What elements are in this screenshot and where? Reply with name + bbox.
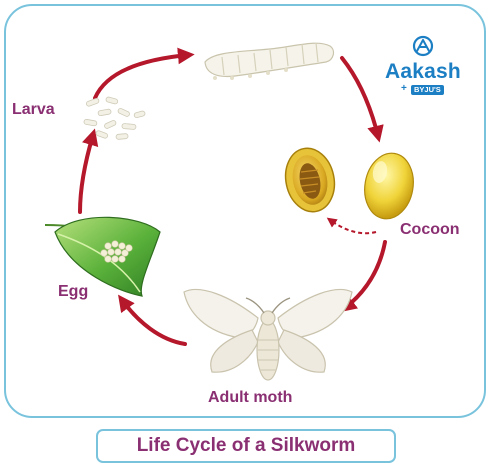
arrow-cocoon-to-pupa xyxy=(326,217,377,235)
stage-label-larva: Larva xyxy=(12,101,55,118)
cycle-arrows xyxy=(78,47,387,346)
larvae-icon xyxy=(83,96,146,140)
moth-icon xyxy=(183,288,353,381)
cocoon-icon xyxy=(364,152,414,220)
pupa-icon xyxy=(284,147,336,213)
aakash-logo-icon xyxy=(412,35,434,57)
arrow-moth-to-egg xyxy=(118,294,187,346)
aakash-byjus-logo: Aakash + BYJU'S xyxy=(381,34,481,95)
logo-partner: BYJU'S xyxy=(411,85,444,95)
stage-label-egg: Egg xyxy=(58,283,89,300)
title-box: Life Cycle of a Silkworm xyxy=(96,429,396,463)
stage-label-cocoon: Cocoon xyxy=(400,221,460,238)
arrow-egg-to-larva xyxy=(78,128,99,214)
arrow-silkworm-to-cocoon xyxy=(340,56,384,143)
stage-label-adult-moth: Adult moth xyxy=(208,389,293,406)
diagram-title: Life Cycle of a Silkworm xyxy=(136,435,356,456)
leaf-eggs-icon xyxy=(44,216,161,297)
logo-plus: + xyxy=(401,83,407,94)
diagram-frame xyxy=(4,4,486,418)
arrow-larva-to-silkworm xyxy=(93,47,195,100)
arrow-cocoon-to-moth xyxy=(339,240,387,313)
silkworm-icon xyxy=(204,42,335,80)
logo-wordmark: Aakash xyxy=(385,60,461,83)
